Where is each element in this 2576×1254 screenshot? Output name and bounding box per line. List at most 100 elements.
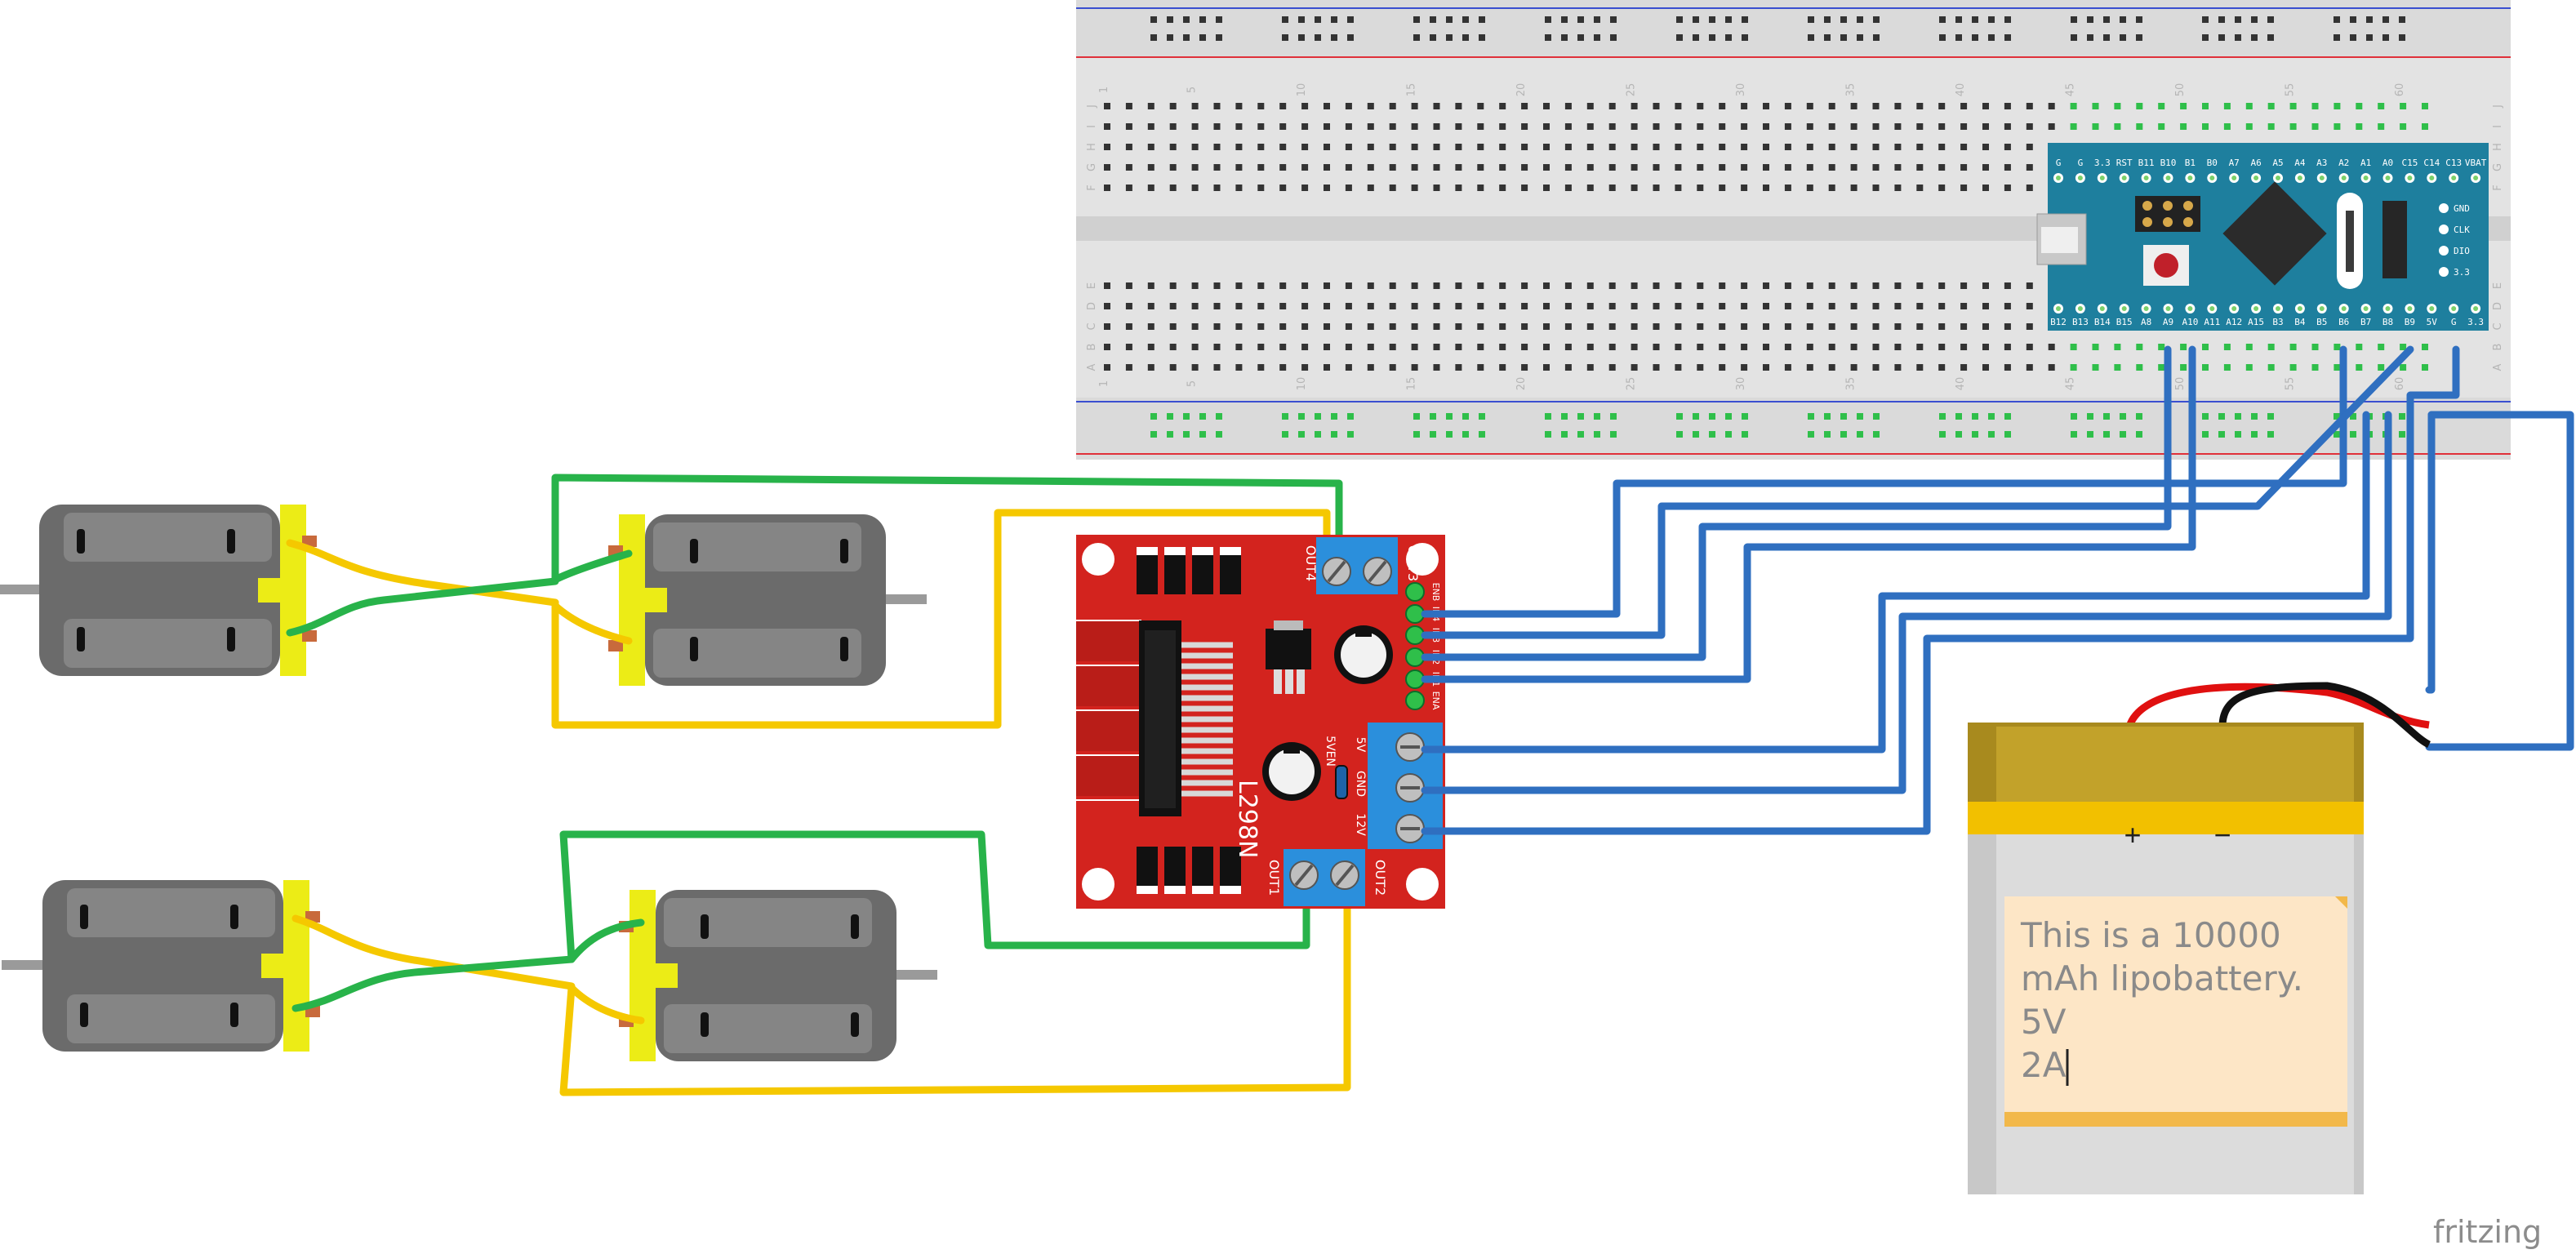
mcu-top-pin-label: A2: [2338, 158, 2349, 168]
bb-row-letter: B: [2492, 344, 2504, 351]
terminal-label: OUT2: [1373, 860, 1388, 896]
mcu-top-pin-label: A6: [2250, 158, 2261, 168]
mcu-bottom-pin-label: A9: [2163, 317, 2173, 327]
bb-column-number-bottom: 55: [2285, 377, 2297, 391]
bb-row-letter: J: [1086, 104, 1098, 109]
mcu-bottom-pin-label: B8: [2382, 317, 2393, 327]
mcu-bottom-pin-label: 3.3: [2467, 317, 2484, 327]
mcu-top-pin-label: B0: [2207, 158, 2218, 168]
mcu-side-pin-label: DIO: [2454, 246, 2470, 256]
bb-row-letter: E: [1086, 282, 1098, 289]
bb-row-letter: A: [1086, 363, 1098, 371]
bb-column-number-bottom: 40: [1955, 377, 1967, 391]
mcu-top-pin-label: A7: [2229, 158, 2240, 168]
bb-row-letter: J: [2492, 104, 2504, 109]
bb-row-letter: D: [2492, 302, 2504, 310]
bb-column-number-top: 10: [1296, 83, 1308, 97]
plus-terminal-label: +: [2124, 818, 2141, 852]
bb-row-letter: C: [1086, 322, 1098, 330]
power-terminal-label: 12V: [1354, 813, 1367, 836]
bb-row-letter: I: [2492, 125, 2504, 128]
note-line-3: 5V: [2021, 1002, 2067, 1042]
bb-column-number-top: 25: [1626, 83, 1638, 97]
mcu-side-pin: [2439, 246, 2449, 256]
note-line-1: This is a 10000: [2020, 915, 2281, 955]
mcu-bottom-pin-label: A8: [2141, 317, 2151, 327]
motor-top-right: [608, 514, 927, 686]
bb-row-letter: G: [2492, 163, 2504, 171]
mcu-top-pin-label: B10: [2160, 158, 2177, 168]
bb-column-number-top: 50: [2174, 83, 2187, 97]
bb-column-number-bottom: 20: [1515, 377, 1528, 391]
mcu-side-pin: [2439, 203, 2449, 213]
driver-pin-label: ENB: [1430, 583, 1441, 602]
bb-column-number-bottom: 10: [1296, 377, 1308, 391]
note-line-4: 2A: [2021, 1045, 2067, 1085]
terminal-label: OUT3: [1405, 545, 1421, 581]
driver-pin: [1405, 582, 1425, 602]
mcu-side-pin-label: GND: [2454, 203, 2470, 214]
bb-column-number-top: 1: [1098, 87, 1110, 93]
mcu-bottom-pin-label: G: [2451, 317, 2457, 327]
motor-top-left: [0, 505, 317, 676]
mcu-bottom-pin-label: B5: [2316, 317, 2327, 327]
bb-column-number-top: 20: [1515, 83, 1528, 97]
mcu-top-pin-label: B11: [2138, 158, 2155, 168]
bb-row-letter: H: [2492, 143, 2504, 151]
jumper-label: 5VEN: [1324, 736, 1337, 767]
mcu-top-pin-label: A3: [2316, 158, 2327, 168]
mcu-side-pin-label: 3.3: [2454, 267, 2470, 278]
bb-column-number-top: 40: [1955, 83, 1967, 97]
bb-row-letter: E: [2492, 282, 2504, 289]
note[interactable]: This is a 10000 mAh lipobattery. 5V 2A: [2004, 896, 2347, 1127]
mcu-bottom-pin-label: B3: [2272, 317, 2283, 327]
bb-column-number-bottom: 50: [2174, 377, 2187, 391]
mcu-bottom-pin-label: B7: [2360, 317, 2371, 327]
bb-row-letter: F: [1086, 185, 1098, 190]
bb-column-number-top: 35: [1845, 83, 1857, 97]
terminal-label: OUT4: [1303, 545, 1319, 581]
bb-column-number-bottom: 45: [2065, 377, 2077, 391]
bb-row-letter: D: [1086, 302, 1098, 310]
mcu-top-pin-label: RST: [2116, 158, 2133, 168]
bb-column-number-bottom: 35: [1845, 377, 1857, 391]
driver-pin: [1405, 691, 1425, 710]
bb-row-letter: B: [1086, 344, 1098, 351]
mcu-top-pin-label: A1: [2360, 158, 2371, 168]
mcu-bottom-pin-label: B4: [2294, 317, 2306, 327]
mcu-bottom-pin-label: 5V: [2427, 317, 2438, 327]
mcu-side-pin: [2439, 225, 2449, 234]
heatsink: [1076, 620, 1141, 796]
mcu-top-pin-label: A0: [2382, 158, 2393, 168]
bb-row-letter: I: [1086, 125, 1098, 128]
motor-bottom-left: [2, 880, 320, 1052]
note-line-2: mAh lipobattery.: [2021, 958, 2303, 998]
chip-label: L298N: [1233, 780, 1261, 858]
mcu-side-pin-label: CLK: [2454, 225, 2470, 235]
terminal-out1-out2: [1284, 849, 1365, 906]
signal-wires: [1421, 345, 2574, 835]
mcu-top-pin-label: C13: [2445, 158, 2462, 168]
mcu-bottom-pin-label: B6: [2338, 317, 2349, 327]
terminal-out3-out4: [1316, 537, 1398, 594]
mcu-bottom-pin-label: A15: [2248, 317, 2264, 327]
bb-column-number-bottom: 1: [1098, 380, 1110, 387]
mcu-side-pin: [2439, 267, 2449, 277]
mcu-bottom-pin-label: B9: [2405, 317, 2415, 327]
power-terminal-label: GND: [1354, 771, 1367, 797]
mcu-bottom-pin-label: B12: [2050, 317, 2067, 327]
mcu-top-pin-label: G: [2078, 158, 2084, 168]
mcu-bottom-pin-label: B15: [2116, 317, 2133, 327]
mcu-top-pin-label: A5: [2272, 158, 2283, 168]
mcu-top-pin-label: C14: [2423, 158, 2440, 168]
mcu-top-pin-label: VBAT: [2465, 158, 2487, 168]
bb-column-number-bottom: 30: [1735, 377, 1747, 391]
power-terminal-label: 5V: [1354, 737, 1367, 753]
bb-column-number-top: 45: [2065, 83, 2077, 97]
bb-row-letter: G: [1086, 163, 1098, 171]
motor-wires: [286, 474, 1351, 1096]
bb-row-letter: C: [2492, 322, 2504, 330]
